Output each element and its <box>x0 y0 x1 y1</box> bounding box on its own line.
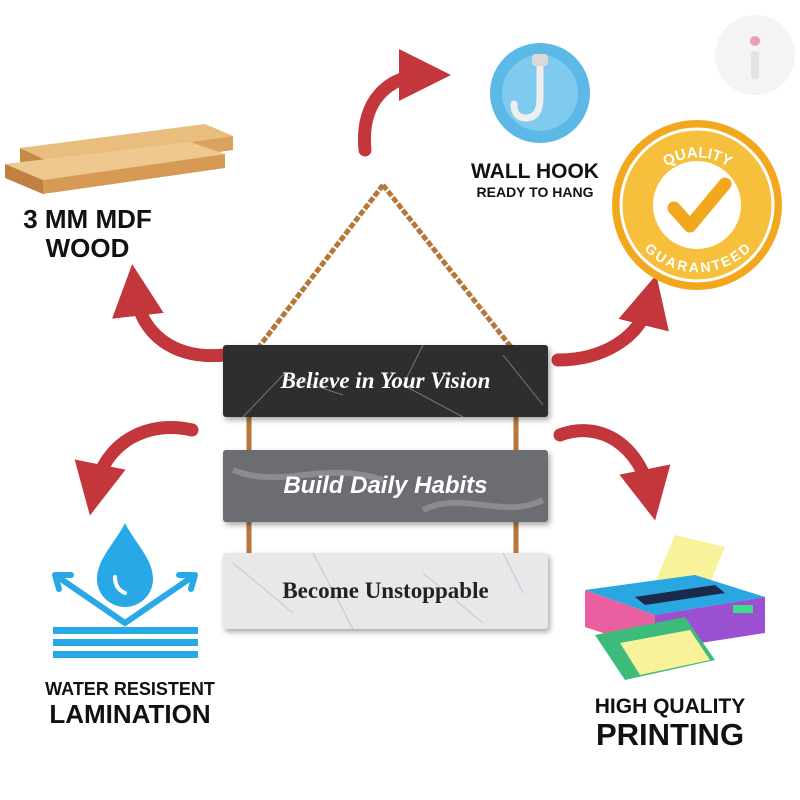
arrow-to-wood <box>112 264 232 363</box>
plank-middle: Build Daily Habits <box>223 450 548 522</box>
lamination-label: WATER RESISTENT LAMINATION <box>25 679 235 729</box>
plank-top: Believe in Your Vision <box>223 345 548 417</box>
arrow-to-badge <box>551 274 669 367</box>
brand-logo-icon <box>715 15 795 95</box>
printer-icon <box>585 535 765 680</box>
lamination-line2: LAMINATION <box>49 698 211 729</box>
hook-label: WALL HOOK READY TO HANG <box>455 160 615 200</box>
wall-hook-icon <box>490 43 590 143</box>
hook-subtitle: READY TO HANG <box>476 184 594 201</box>
water-drop-icon <box>52 523 198 658</box>
wood-label-line1: 3 MM MDF <box>23 204 152 234</box>
hook-title: WALL HOOK <box>471 160 599 183</box>
printing-line1: HIGH QUALITY <box>594 695 746 718</box>
plank-top-text: Believe in Your Vision <box>280 368 491 393</box>
wood-label: 3 MM MDF WOOD <box>0 205 175 262</box>
printing-line2: PRINTING <box>595 717 745 753</box>
plank-bottom-text: Become Unstoppable <box>282 578 489 603</box>
arrow-to-hook <box>357 49 451 157</box>
plank-middle-text: Build Daily Habits <box>283 472 488 499</box>
printing-label: HIGH QUALITY PRINTING <box>580 695 760 752</box>
wood-label-line2: WOOD <box>45 232 130 263</box>
arrow-to-lamination <box>74 421 199 516</box>
quality-badge-icon: QUALITY GUARANTEED <box>610 118 785 293</box>
arrow-to-printing <box>553 424 671 521</box>
wood-planks-icon <box>5 124 233 194</box>
lamination-line1: WATER RESISTENT <box>45 679 215 699</box>
plank-bottom: Become Unstoppable <box>223 553 548 629</box>
